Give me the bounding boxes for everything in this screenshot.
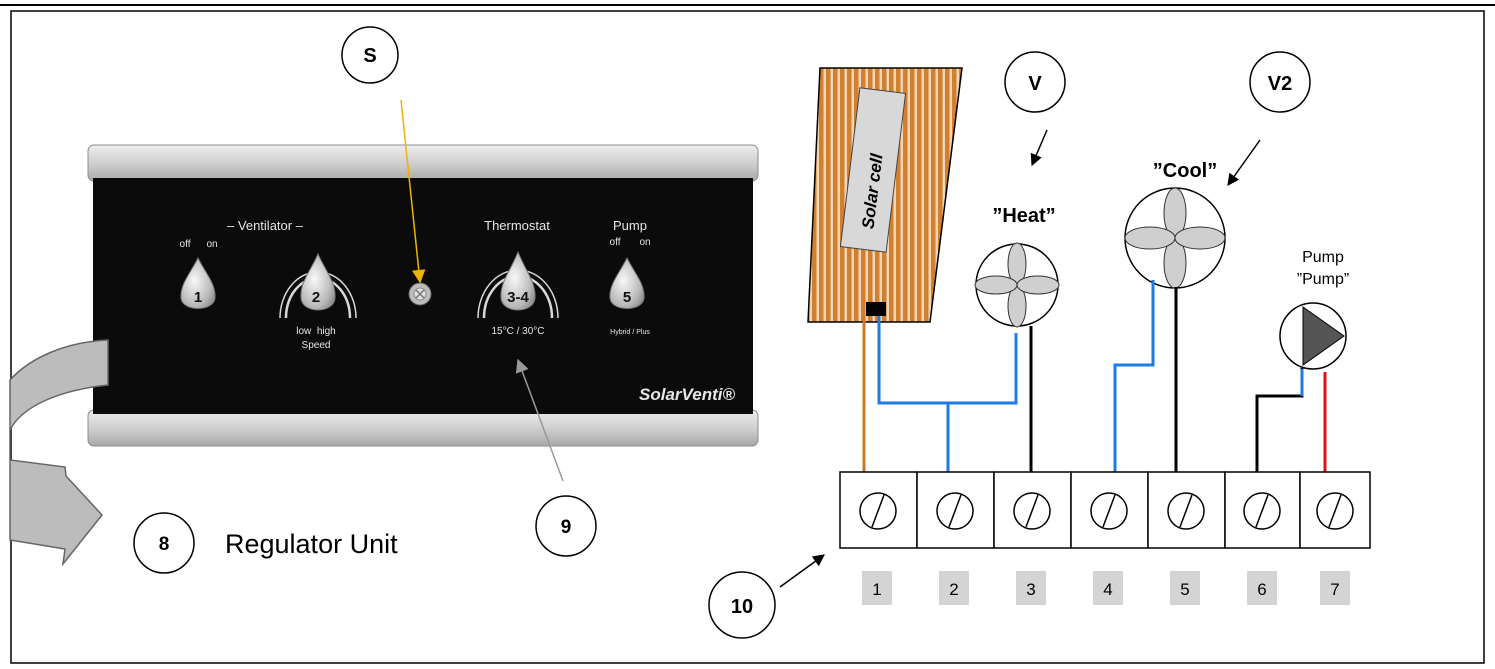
panel-bottom-rail	[87, 409, 759, 447]
terminal-number: 3	[1026, 580, 1035, 599]
callout-10: 10	[731, 596, 753, 618]
heat-label: ”Heat”	[992, 205, 1055, 227]
terminal-screw-icon	[936, 492, 974, 530]
pointer-s	[400, 99, 426, 284]
knob-5[interactable]: 5	[609, 256, 645, 309]
vent-on-label: on	[206, 239, 217, 250]
pump-title: Pump	[613, 218, 647, 233]
pointer-10	[779, 554, 825, 588]
knob-3-4-number: 3-4	[507, 289, 529, 306]
pump-on-label: on	[639, 237, 650, 248]
callout-s: S	[363, 45, 376, 67]
knob-3-4[interactable]: 3-4	[477, 250, 559, 319]
big-curved-arrow	[9, 339, 109, 567]
terminal-block	[839, 471, 1371, 549]
terminal-numbers: 1 2 3 4 5 6 7	[862, 571, 1350, 605]
terminal-number: 4	[1103, 580, 1112, 599]
sensor-screw	[408, 282, 432, 306]
terminal-screw-icon	[1316, 492, 1354, 530]
callout-v-circle	[1004, 51, 1066, 113]
terminal-screw-icon	[859, 492, 897, 530]
cool-label: ”Cool”	[1153, 160, 1217, 182]
callout-9-circle	[535, 495, 597, 557]
terminal-screw-icon	[1013, 492, 1051, 530]
callout-v2: V2	[1268, 73, 1292, 95]
solar-cell: Solar cell	[807, 67, 963, 323]
pump-label-2: ”Pump”	[1297, 271, 1349, 288]
heat-fan-icon	[974, 242, 1060, 328]
panel-top-rail	[87, 144, 759, 182]
wire-cool-blue	[1113, 280, 1155, 472]
cool-fan-icon	[1124, 187, 1226, 289]
pump-off-label: off	[610, 237, 621, 248]
callout-10-circle	[708, 571, 776, 639]
terminal-number: 5	[1180, 580, 1189, 599]
brand-logo: SolarVenti®	[639, 385, 735, 404]
knob-5-number: 5	[623, 289, 631, 306]
knob-1[interactable]: 1	[180, 256, 216, 309]
knob-2-range-label: low high	[296, 326, 335, 337]
terminal-screw-icon	[1167, 492, 1205, 530]
callout-9: 9	[561, 517, 572, 538]
regulator-unit-label: Regulator Unit	[225, 529, 398, 559]
knob-1-number: 1	[194, 289, 202, 306]
callout-8-circle	[133, 512, 195, 574]
solar-cell-connector	[866, 302, 886, 316]
pump-icon	[1279, 302, 1347, 370]
wires	[862, 280, 1327, 472]
knob-2[interactable]: 2	[279, 252, 357, 319]
terminal-screw-icon	[1090, 492, 1128, 530]
thermostat-range-label: 15°C / 30°C	[491, 326, 544, 337]
callout-8: 8	[159, 534, 170, 555]
callout-s-circle	[341, 26, 399, 84]
pointer-9	[515, 358, 564, 482]
terminal-number: 6	[1257, 580, 1266, 599]
callout-v: V	[1028, 73, 1042, 95]
vent-off-label: off	[180, 239, 191, 250]
regulator-panel: – Ventilator – off on 1 2 low high Speed…	[87, 144, 759, 447]
terminal-screw-icon	[1243, 492, 1281, 530]
pump-mode-label: Hybrid / Plus	[610, 329, 650, 336]
pump-label-1: Pump	[1302, 249, 1344, 266]
terminal-number: 1	[872, 580, 881, 599]
terminal-number: 2	[949, 580, 958, 599]
terminal-number: 7	[1330, 580, 1339, 599]
pointer-v2	[1227, 139, 1261, 186]
callout-v2-circle	[1249, 51, 1311, 113]
ventilator-title: – Ventilator –	[227, 218, 304, 233]
pointer-v	[1030, 129, 1048, 167]
knob-2-number: 2	[312, 289, 320, 306]
thermostat-title: Thermostat	[484, 218, 550, 233]
knob-2-speed-label: Speed	[302, 340, 331, 351]
